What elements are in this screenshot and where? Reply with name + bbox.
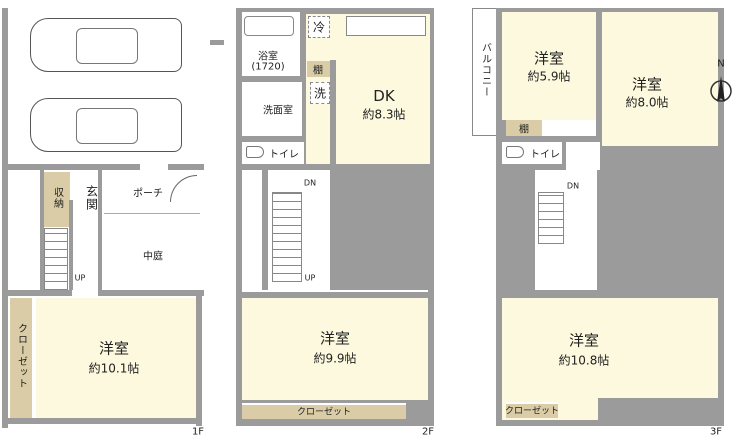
washroom-label: 洗面室 — [263, 105, 293, 117]
toilet-icon — [246, 146, 264, 158]
western-room — [36, 298, 196, 418]
stairs-up-label: UP — [304, 273, 316, 283]
fridge-label: 冷 — [312, 20, 326, 35]
storage — [44, 172, 70, 227]
room-a-size: 約5.9帖 — [527, 69, 571, 84]
toilet-icon — [506, 146, 524, 158]
shelf-label: 棚 — [313, 65, 323, 77]
dk-size: 約8.3帖 — [362, 107, 406, 122]
hall — [566, 142, 600, 170]
car-icon — [30, 18, 182, 72]
bathtub-icon — [244, 16, 294, 36]
room-c-name: 洋室 — [568, 331, 600, 350]
wall — [196, 290, 202, 426]
room-c-size: 約10.8帖 — [558, 353, 610, 368]
room-a-name: 洋室 — [533, 49, 565, 68]
stairs-dn-label: DN — [303, 178, 317, 188]
bathroom — [242, 12, 300, 76]
washer-label: 洗 — [313, 86, 327, 101]
dk-label: DK — [373, 87, 395, 105]
closet-label: クローゼット — [296, 407, 352, 418]
storage-label: 収納 — [51, 187, 63, 209]
closet — [242, 403, 406, 419]
north-arrow-icon — [710, 76, 732, 102]
western-room-b — [602, 12, 718, 146]
room-name: 洋室 — [98, 339, 130, 358]
wall — [330, 60, 336, 164]
room-b-size: 約8.0帖 — [625, 95, 669, 110]
compass-north-label: N — [717, 58, 725, 70]
stairs-dn-label: DN — [566, 181, 580, 191]
car-icon — [30, 98, 182, 152]
shelf — [307, 61, 330, 77]
balcony-label: バルコニー — [479, 42, 491, 98]
wall — [2, 8, 8, 428]
stairs — [44, 228, 68, 290]
wall — [40, 170, 44, 292]
floor-label: 1F — [191, 426, 205, 438]
wall — [69, 200, 73, 290]
wall — [336, 170, 428, 290]
wall — [98, 170, 102, 292]
room-size: 約10.1帖 — [88, 361, 140, 376]
washer — [310, 82, 330, 104]
wall — [8, 164, 140, 170]
bath-label: 浴室 — [258, 51, 278, 63]
wall — [210, 40, 224, 45]
stairs-up-label: UP — [74, 273, 86, 283]
wall — [8, 290, 72, 296]
door — [170, 175, 197, 202]
kitchen-counter-icon — [346, 16, 426, 36]
stairs — [272, 192, 302, 282]
wall — [98, 290, 204, 296]
divider — [104, 213, 200, 214]
hall — [542, 120, 596, 136]
room-name: 洋室 — [319, 329, 351, 348]
western-room — [242, 298, 428, 400]
toilet-label: トイレ — [530, 149, 560, 161]
porch-label: ポーチ — [133, 188, 163, 200]
bath-size: (1720) — [251, 61, 285, 73]
closet — [506, 402, 558, 418]
fridge — [308, 16, 330, 38]
balcony — [472, 8, 498, 136]
wall — [262, 170, 268, 290]
wall — [168, 164, 204, 170]
closet — [10, 298, 32, 418]
shelf-label: 棚 — [519, 124, 529, 136]
wall — [330, 170, 336, 290]
room-size: 約9.9帖 — [313, 351, 357, 366]
closet-label: クローゼット — [504, 406, 560, 417]
western-room-c — [502, 298, 718, 398]
room-b-name: 洋室 — [631, 75, 663, 94]
washroom — [242, 82, 302, 136]
shelf — [506, 120, 542, 136]
closet-label: クローゼット — [15, 323, 27, 389]
courtyard-label: 中庭 — [143, 251, 163, 263]
floor-label: 3F — [709, 426, 723, 438]
floor-label: 2F — [421, 426, 435, 438]
wall — [2, 418, 202, 424]
western-room-a — [502, 12, 596, 120]
stairs — [538, 192, 564, 244]
entrance-label: 玄関 — [84, 185, 99, 211]
toilet-label: トイレ — [269, 149, 299, 161]
